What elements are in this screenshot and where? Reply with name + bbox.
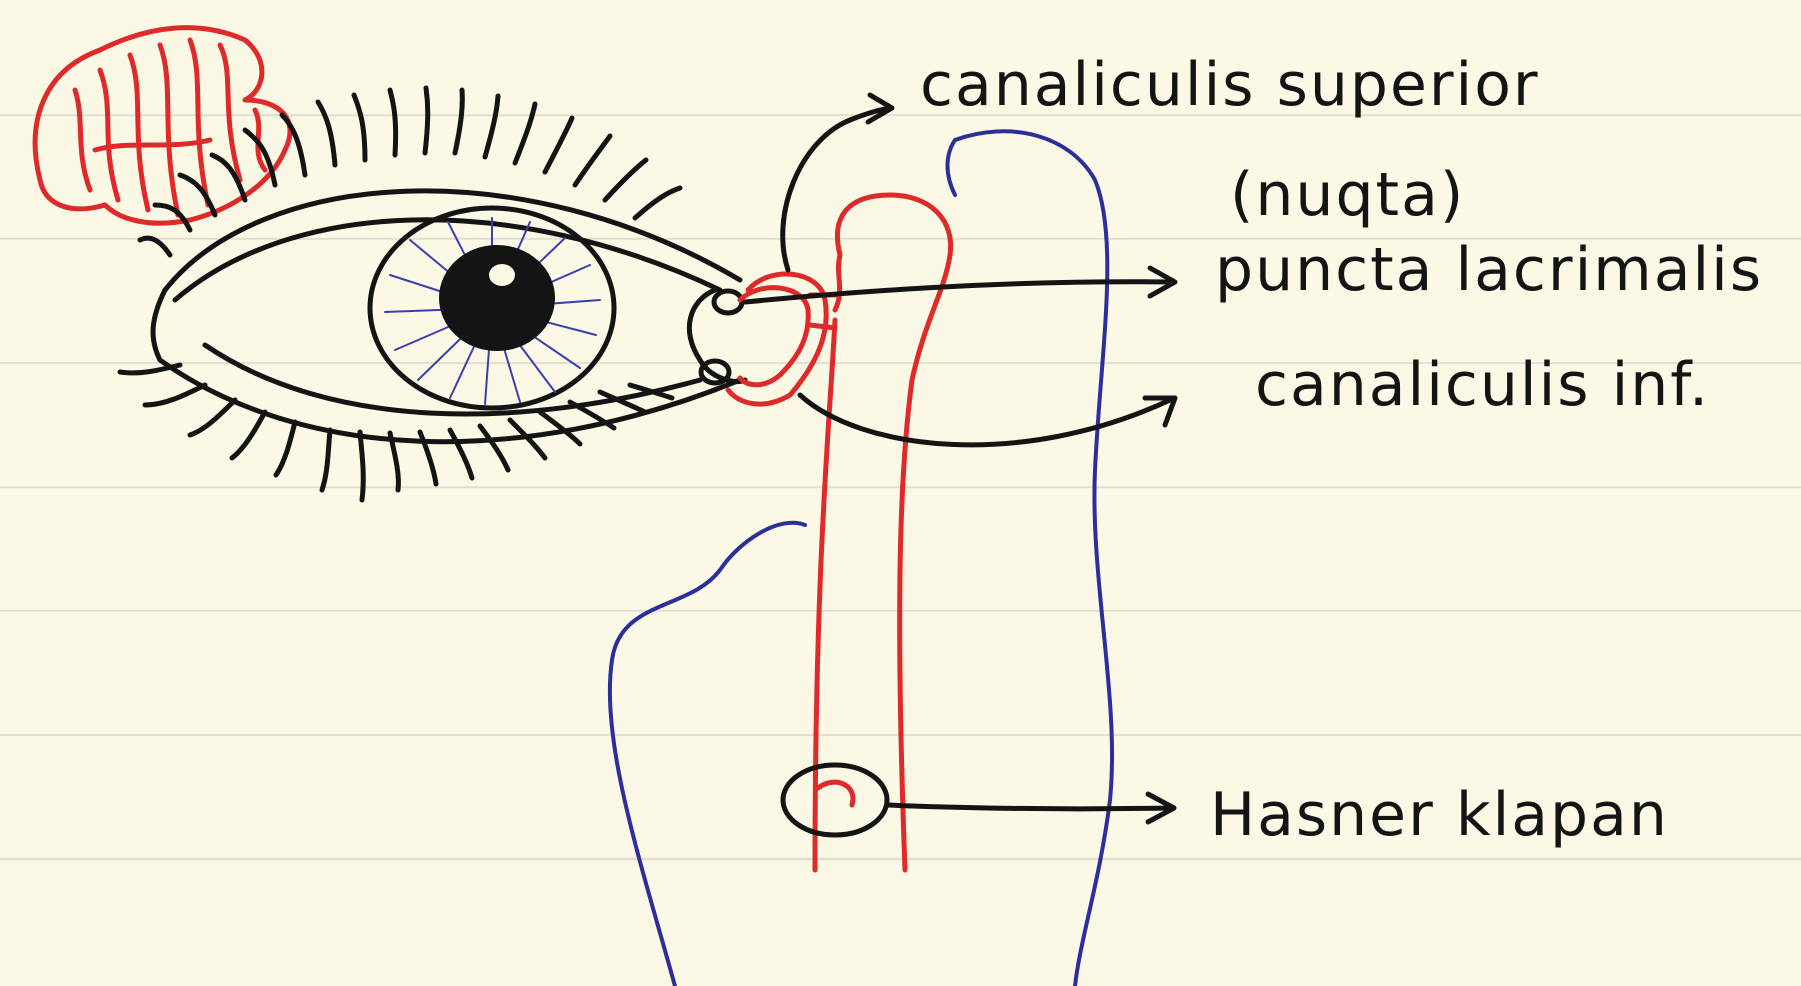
- hasner-valve-marker: [783, 765, 887, 835]
- arrow-hasner-klapan: [888, 805, 1170, 809]
- nasal-outline-left: [610, 523, 805, 986]
- lower-lashes: [120, 365, 672, 500]
- nasal-outline-right: [955, 131, 1112, 986]
- caruncle: [689, 290, 745, 382]
- upper-lashes: [140, 88, 680, 255]
- punctum-upper: [714, 291, 742, 313]
- label-puncta-lacrimalis: puncta lacrimalis: [1215, 235, 1763, 305]
- label-canaliculis-inf: canaliculis inf.: [1255, 350, 1710, 420]
- lacrimal-gland: [35, 28, 290, 223]
- label-hasner-klapan: Hasner klapan: [1210, 780, 1669, 850]
- nasal-cavity-outline: [610, 131, 1112, 986]
- pupil-highlight: [489, 264, 515, 286]
- pupil: [439, 245, 555, 351]
- eye: [120, 88, 745, 500]
- arrow-canaliculis-inf: [800, 395, 1170, 445]
- label-canaliculis-superior: canaliculis superior: [920, 50, 1540, 120]
- punctum-lower: [701, 361, 729, 383]
- label-nuqta: (nuqta): [1230, 160, 1465, 230]
